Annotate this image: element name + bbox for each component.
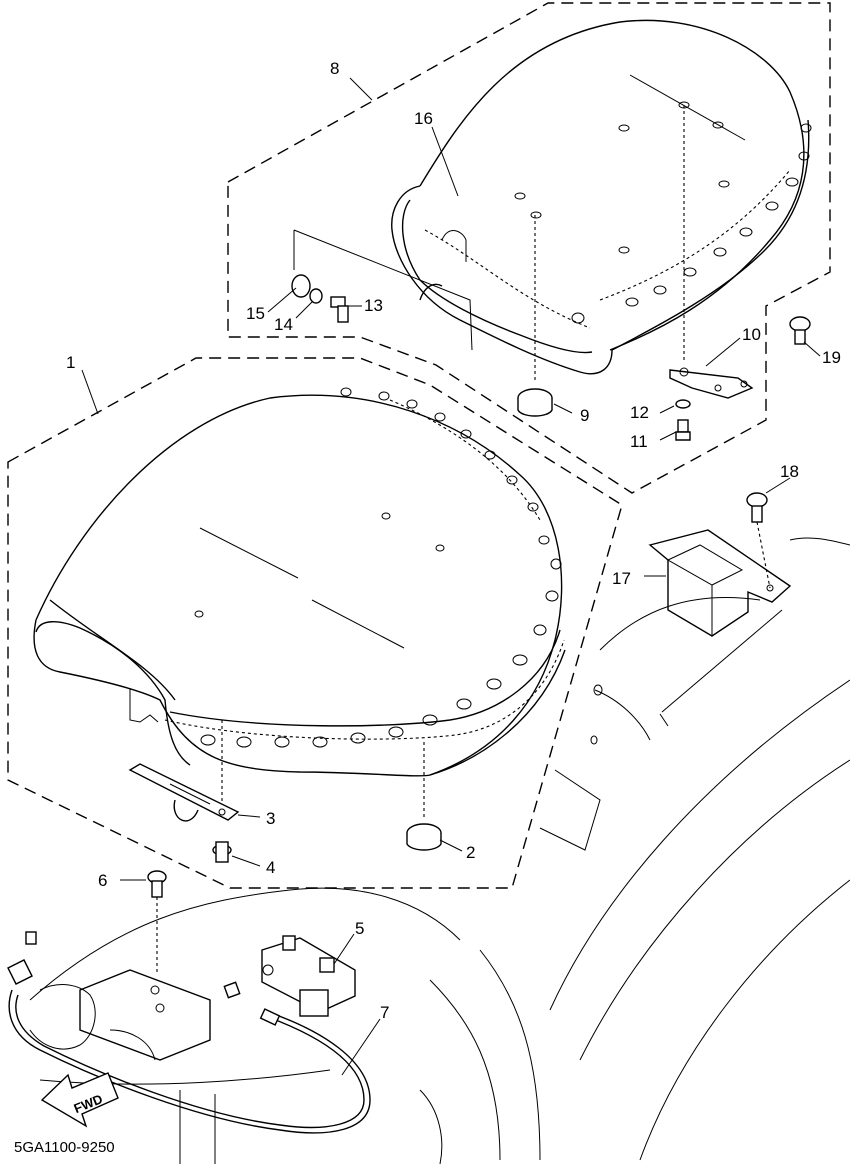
callout-4: 4 [266, 858, 275, 877]
callout-16: 16 [414, 109, 433, 128]
part-3-bracket [128, 763, 240, 822]
part-13-bolt [330, 296, 349, 323]
part-11-bolt [675, 419, 691, 441]
callout-7: 7 [380, 1003, 389, 1022]
callout-17: 17 [612, 569, 631, 588]
callout-14: 14 [274, 315, 293, 334]
leader-lines [81, 77, 821, 1076]
callout-5: 5 [355, 919, 364, 938]
front-seat-drawing [33, 387, 566, 818]
rear-seat-assembly-outline [227, 2, 831, 494]
callout-15: 15 [246, 304, 265, 323]
callout-2: 2 [466, 843, 475, 862]
callout-18: 18 [780, 462, 799, 481]
part-5-seat-lock [261, 935, 356, 1017]
front-seat-assembly-outline [7, 357, 623, 889]
callout-8: 8 [330, 59, 339, 78]
diagram-code: 5GA1100-9250 [14, 1139, 115, 1156]
part-6-bolt [147, 870, 167, 898]
part-9-damper [517, 388, 553, 417]
part-12-washer [675, 399, 691, 409]
callout-6: 6 [98, 871, 107, 890]
callout-9: 9 [580, 406, 589, 425]
part-19-bolt [789, 316, 811, 345]
callout-10: 10 [742, 325, 761, 344]
part-4-bolt [212, 841, 232, 863]
callout-19: 19 [822, 348, 841, 367]
callout-1: 1 [66, 353, 75, 372]
callout-3: 3 [266, 809, 275, 828]
callout-13: 13 [364, 296, 383, 315]
rear-seat-drawing [391, 19, 812, 382]
callout-labels: 1 2 3 4 5 6 7 8 9 10 11 12 13 14 15 16 1… [66, 59, 841, 1022]
callout-11: 11 [630, 432, 648, 451]
callout-12: 12 [630, 403, 649, 422]
part-18-bolt [746, 492, 768, 523]
part-2-damper [406, 823, 442, 851]
part-15-washer [291, 274, 311, 298]
part-17-bracket [648, 529, 792, 637]
part-10-bracket [669, 367, 754, 399]
part-14-lockwasher [309, 288, 323, 304]
seat-lock-bracket [29, 969, 211, 1061]
